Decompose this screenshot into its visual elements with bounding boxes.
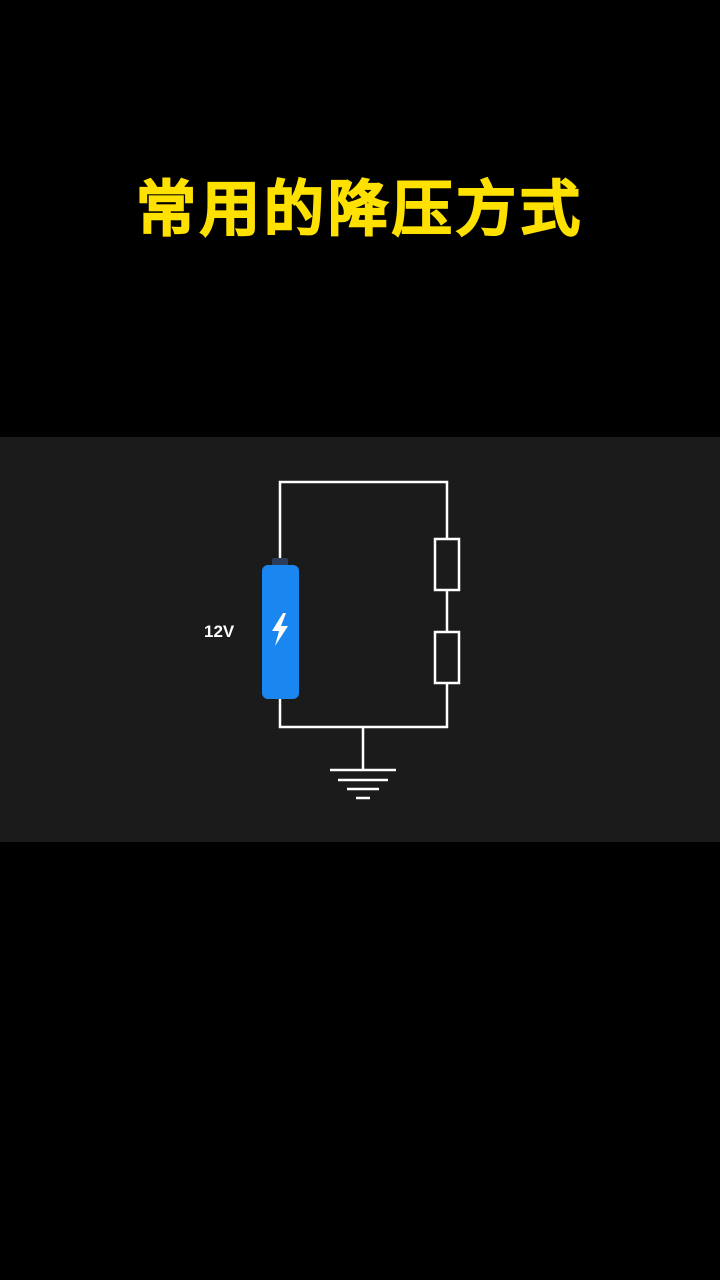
top-wire [278,480,449,563]
resistor-bottom [433,630,461,685]
battery [262,558,299,699]
resistor-top [433,537,461,592]
circuit-diagram [262,480,461,800]
voltage-label: 12V [204,622,235,641]
ground-symbol [330,768,396,800]
circuit-diagram-panel: 12V [0,437,720,842]
wire-frame [278,480,449,770]
page-title: 常用的降压方式 [135,174,584,246]
lightning-icon [272,613,288,646]
bottom-wire [278,684,449,729]
